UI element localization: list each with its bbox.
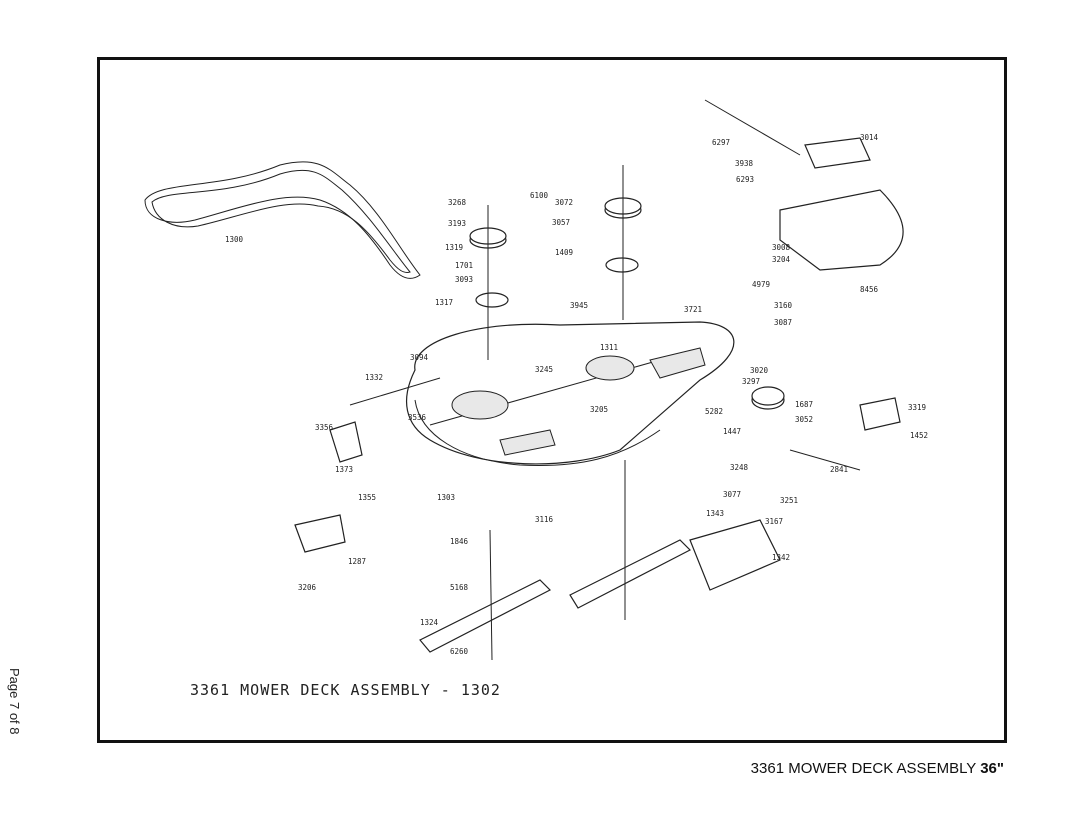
part-label: 1300 — [225, 235, 244, 244]
part-label: 3319 — [908, 403, 926, 412]
part-label: 3087 — [774, 318, 792, 327]
part-label: 3938 — [735, 159, 754, 168]
belt-guard — [704, 99, 904, 271]
part-label: 3008 — [772, 243, 791, 252]
part-label: 1355 — [358, 493, 376, 502]
part-label: 3093 — [455, 275, 473, 284]
discharge-chute — [689, 519, 781, 591]
part-label: 5168 — [450, 583, 469, 592]
part-label: 3020 — [750, 366, 769, 375]
part-label: 3268 — [448, 198, 467, 207]
caption-text: 3361 MOWER DECK ASSEMBLY — [750, 760, 977, 777]
part-label: 3356 — [315, 423, 334, 432]
mower-deck-housing — [406, 321, 735, 466]
right-bracket — [789, 397, 901, 471]
spindle-pulley-left — [469, 205, 509, 360]
part-label: 1409 — [555, 248, 573, 257]
part-label: 3251 — [780, 496, 798, 505]
part-label: 1452 — [910, 431, 928, 440]
part-label: 1373 — [335, 465, 353, 474]
part-label: 1846 — [450, 537, 469, 546]
part-label: 6297 — [712, 138, 730, 147]
part-label: 3160 — [774, 301, 793, 310]
exploded-parts-diagram: 1300 3268 3193 1319 1701 3093 1317 6100 … — [144, 99, 928, 661]
part-label: 8456 — [860, 285, 879, 294]
part-label: 3072 — [555, 198, 573, 207]
part-label: 1332 — [365, 373, 383, 382]
footer-caption: 3361 MOWER DECK ASSEMBLY 36" — [751, 760, 1004, 777]
part-label: 3248 — [730, 463, 749, 472]
part-label: 6293 — [736, 175, 754, 184]
part-label: 1319 — [445, 243, 463, 252]
part-label: 4979 — [752, 280, 770, 289]
part-label: 1342 — [772, 553, 790, 562]
page-number: Page 7 of 8 — [7, 668, 22, 735]
part-label: 3167 — [765, 517, 783, 526]
drive-belt — [144, 161, 421, 279]
part-label: 6260 — [450, 647, 469, 656]
part-label: 3077 — [723, 490, 741, 499]
part-label: 3094 — [410, 353, 429, 362]
part-label: 1287 — [348, 557, 366, 566]
part-label: 3052 — [795, 415, 813, 424]
blade-right — [569, 460, 692, 620]
part-label: 1324 — [420, 618, 439, 627]
part-label: 3116 — [535, 515, 554, 524]
idler-pulley — [751, 386, 785, 410]
part-label: 6100 — [530, 191, 549, 200]
part-label: 3014 — [860, 133, 879, 142]
blade-left — [419, 529, 552, 661]
part-label: 5282 — [705, 407, 723, 416]
part-label: 3193 — [448, 219, 466, 228]
part-label: 3245 — [535, 365, 553, 374]
part-label: 1447 — [723, 427, 741, 436]
part-labels: 1300 3268 3193 1319 1701 3093 1317 6100 … — [225, 133, 928, 656]
caption-size: 36" — [980, 760, 1004, 777]
part-label: 3204 — [772, 255, 791, 264]
spindle-pulley-right — [604, 165, 642, 320]
front-bracket — [294, 421, 363, 553]
part-label: 1317 — [435, 298, 453, 307]
part-label: 2841 — [830, 465, 848, 474]
part-label: 1687 — [795, 400, 813, 409]
part-label: 1303 — [437, 493, 455, 502]
diagram-title: 3361 MOWER DECK ASSEMBLY - 1302 — [190, 681, 501, 699]
part-label: 3721 — [684, 305, 702, 314]
part-label: 1343 — [706, 509, 724, 518]
diagram-frame: 1300 3268 3193 1319 1701 3093 1317 6100 … — [97, 57, 1007, 743]
part-label: 3297 — [742, 377, 760, 386]
part-label: 1311 — [600, 343, 618, 352]
part-label: 3206 — [298, 583, 317, 592]
part-label: 3945 — [570, 301, 588, 310]
part-label: 3057 — [552, 218, 570, 227]
part-label: 3205 — [590, 405, 608, 414]
part-label: 1701 — [455, 261, 473, 270]
tie-rod — [349, 377, 441, 406]
part-label: 3536 — [408, 413, 427, 422]
